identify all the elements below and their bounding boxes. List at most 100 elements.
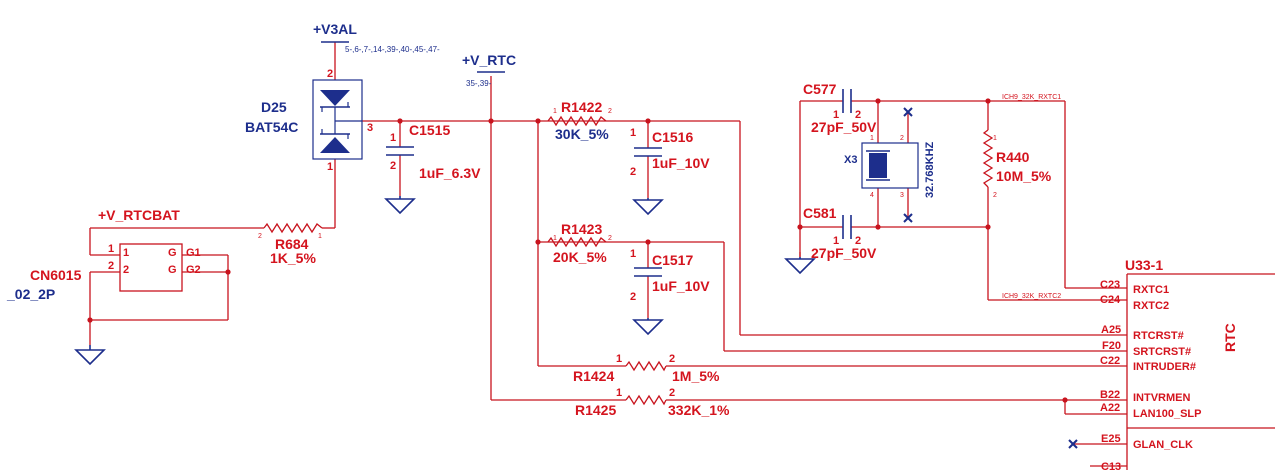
c577-pin1: 1 (833, 109, 839, 121)
r440-pin1: 1 (993, 135, 997, 142)
cn6015-pin2-inner: 2 (123, 264, 129, 276)
net-label-rxtc1: ICH9_32K_RXTC1 (1002, 94, 1061, 101)
r1422-value: 30K_5% (555, 126, 609, 142)
cn6015-pin1: 1 (108, 243, 114, 255)
r1425-pin2: 2 (669, 387, 675, 399)
resistor-r684: 2 1 R684 1K_5% (258, 222, 323, 266)
c1516-pin1: 1 (630, 127, 636, 139)
u33-pin-num: C22 (1100, 355, 1120, 367)
capacitor-c581: C581 1 2 27pF_50V (803, 205, 877, 261)
r1425-value: 332K_1% (668, 402, 730, 418)
v3al-power-symbol: +V3AL 5-,6-,7-,14-,39-,40-,45-,47- (313, 21, 440, 54)
c1516-value: 1uF_10V (652, 155, 710, 171)
no-connect-icon (1068, 439, 1078, 449)
c581-pin1: 1 (833, 235, 839, 247)
c581-ref: C581 (803, 205, 837, 221)
r440-value: 10M_5% (996, 168, 1052, 184)
c1517-pin2: 2 (630, 291, 636, 303)
u33-pin-num: A22 (1100, 402, 1120, 414)
r684-pin2: 2 (258, 233, 262, 240)
ground-symbols (74, 196, 816, 366)
c581-value: 27pF_50V (811, 245, 877, 261)
cn6015-g1-a: G (168, 247, 177, 259)
capacitor-c577: C577 1 2 27pF_50V (803, 81, 877, 135)
d25-part: BAT54C (245, 119, 298, 135)
connector-cn6015: 1 2 1 2 G G G1 G2 CN6015 _02_2P (6, 243, 201, 302)
cn6015-g2-a: G (168, 264, 177, 276)
r1424-ref: R1424 (573, 368, 614, 384)
capacitor-c1516: 1 2 C1516 1uF_10V (630, 127, 710, 178)
capacitor-c1517: 1 2 C1517 1uF_10V (630, 248, 710, 303)
resistor-r1424: 1 2 R1424 1M_5% (573, 353, 720, 384)
r440-pin2: 2 (993, 192, 997, 199)
r684-pin1: 1 (318, 233, 322, 240)
r440-ref: R440 (996, 149, 1030, 165)
r1422-pin1: 1 (553, 108, 557, 115)
no-connect-icon (903, 213, 913, 223)
r1424-pin2: 2 (669, 353, 675, 365)
d25-pin2: 2 (327, 68, 333, 80)
no-connect-icon (903, 107, 913, 117)
r1422-ref: R1422 (561, 99, 602, 115)
u33-pin-num: C13 (1101, 461, 1121, 470)
resistor-r1423: 1 R1423 2 20K_5% (547, 221, 612, 265)
ic-u33: U33-1 RTC C23 RXTC1 C24 RXTC2 A25 RTCRST… (1068, 257, 1275, 470)
diode-d25: D25 BAT54C 2 3 1 (245, 68, 373, 173)
c1517-value: 1uF_10V (652, 278, 710, 294)
r1423-ref: R1423 (561, 221, 602, 237)
net-label-rxtc2: ICH9_32K_RXTC2 (1002, 293, 1061, 300)
u33-pin-name: LAN100_SLP (1133, 408, 1201, 420)
c1517-pin1: 1 (630, 248, 636, 260)
x3-pin3: 3 (900, 192, 904, 199)
r1422-pin2: 2 (608, 108, 612, 115)
c577-ref: C577 (803, 81, 837, 97)
v3al-refs: 5-,6-,7-,14-,39-,40-,45-,47- (345, 45, 440, 54)
cn6015-g2-b: G2 (186, 264, 201, 276)
u33-pin-name: RTCRST# (1133, 330, 1184, 342)
vrtcbat-label: +V_RTCBAT (98, 207, 180, 223)
c1515-value: 1uF_6.3V (419, 165, 481, 181)
r684-value: 1K_5% (270, 250, 316, 266)
u33-pin-name: RXTC2 (1133, 300, 1169, 312)
u33-pin-name: INTRUDER# (1133, 361, 1196, 373)
d25-pin1: 1 (327, 161, 333, 173)
r1423-value: 20K_5% (553, 249, 607, 265)
vrtc-power-symbol: +V_RTC 35-,39- (462, 52, 516, 88)
resistor-r440: 1 R440 10M_5% 2 (982, 129, 1052, 199)
cn6015-pin2: 2 (108, 260, 114, 272)
u33-block-label: RTC (1222, 323, 1238, 352)
u33-pin-num: B22 (1100, 389, 1120, 401)
x3-ref: X3 (844, 154, 857, 166)
u33-pin-name: RXTC1 (1133, 284, 1169, 296)
crystal-x3: X3 1 2 4 3 32.768KHZ (844, 107, 936, 223)
c581-pin2: 2 (855, 235, 861, 247)
u33-pin-name: GLAN_CLK (1133, 439, 1193, 451)
ground-icon (74, 345, 106, 366)
u33-pin-num: F20 (1102, 340, 1121, 352)
r1425-pin1: 1 (616, 387, 622, 399)
vrtc-label: +V_RTC (462, 52, 516, 68)
c1515-ref: C1515 (409, 122, 450, 138)
x3-freq: 32.768KHZ (924, 141, 936, 198)
u33-pin-num: C24 (1100, 294, 1121, 306)
d25-ref: D25 (261, 99, 287, 115)
junction-dots (87, 98, 1068, 403)
resistor-r1425: 1 2 R1425 332K_1% (575, 387, 730, 418)
cn6015-g1-b: G1 (186, 247, 201, 259)
d25-pin3: 3 (367, 122, 373, 134)
c1516-ref: C1516 (652, 129, 693, 145)
cn6015-ref: CN6015 (30, 267, 82, 283)
u33-pin-name: INTVRMEN (1133, 392, 1191, 404)
capacitor-c1515: 1 2 C1515 1uF_6.3V (386, 122, 481, 181)
r1423-pin2: 2 (608, 235, 612, 242)
c1515-pin1: 1 (390, 132, 396, 144)
x3-pin1: 1 (870, 135, 874, 142)
c577-value: 27pF_50V (811, 119, 877, 135)
resistor-r1422: 1 R1422 2 30K_5% (547, 99, 612, 142)
cn6015-part: _02_2P (6, 286, 55, 302)
r1424-pin1: 1 (616, 353, 622, 365)
ground-icon (632, 318, 664, 336)
u33-pin-name: SRTCRST# (1133, 346, 1191, 358)
r1425-ref: R1425 (575, 402, 616, 418)
